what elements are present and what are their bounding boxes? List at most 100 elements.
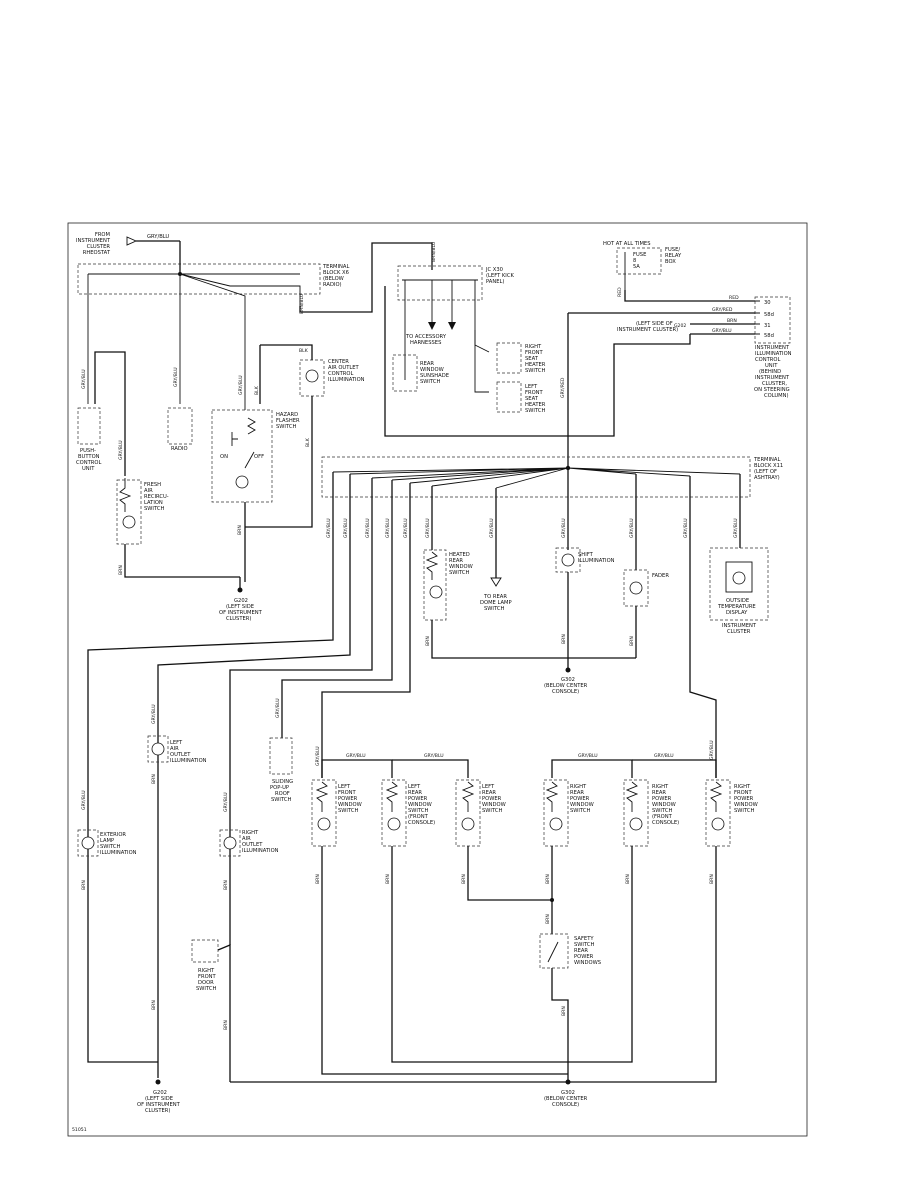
svg-text:TERMINAL: TERMINAL — [753, 457, 780, 463]
radio: GRY/BLU RADIO — [167, 367, 193, 452]
svg-text:RIGHT: RIGHT — [525, 344, 542, 350]
svg-text:(FRONT: (FRONT — [652, 814, 673, 820]
right-rear-power-window-switch-front-console: RIGHT REAR POWER WINDOW SWITCH (FRONT CO… — [623, 779, 679, 847]
svg-text:POP-UP: POP-UP — [270, 785, 289, 791]
svg-text:SWITCH: SWITCH — [449, 570, 469, 576]
rheostat-feed: GRY/BLU FROM INSTRUMENT CLUSTER RHEOSTAT — [76, 232, 180, 256]
sliding-pop-up-roof-switch: GRY/BLU SLIDING POP-UP ROOF SWITCH — [269, 698, 293, 803]
svg-text:GRY/BLU: GRY/BLU — [147, 234, 169, 240]
svg-text:ILLUMINATION: ILLUMINATION — [755, 351, 792, 357]
svg-text:AIR OUTLET: AIR OUTLET — [328, 365, 360, 371]
ground-g302-b: G302 (BELOW CENTER CONSOLE) — [544, 1079, 588, 1108]
fresh-air-recirculation-switch: BRN FRESH AIR RECIRCU- LATION SWITCH — [116, 478, 240, 578]
svg-text:RADIO): RADIO) — [323, 282, 342, 288]
svg-text:AIR: AIR — [170, 746, 179, 752]
right-front-seat-heater-switch: RIGHT FRONT SEAT HEATER SWITCH — [496, 342, 546, 374]
svg-text:FADER: FADER — [652, 573, 669, 579]
right-rear-power-window-switch: RIGHT REAR POWER WINDOW SWITCH — [543, 779, 594, 847]
left-rear-power-window-switch: LEFT REAR POWER WINDOW SWITCH — [455, 779, 506, 847]
svg-text:SWITCH: SWITCH — [484, 606, 504, 612]
svg-text:SWITCH: SWITCH — [482, 808, 502, 814]
svg-text:SWITCH: SWITCH — [271, 797, 291, 803]
svg-text:HEATER: HEATER — [525, 402, 546, 408]
svg-text:POWER: POWER — [570, 796, 590, 802]
svg-text:LEFT: LEFT — [338, 784, 351, 790]
svg-text:RIGHT: RIGHT — [198, 968, 215, 974]
svg-text:SWITCH: SWITCH — [570, 808, 590, 814]
svg-text:POWER: POWER — [652, 796, 672, 802]
svg-text:SHIFT: SHIFT — [578, 552, 594, 558]
hazard-flasher-switch: GRY/BLU ON OFF HAZARD FLASHER SWITCH BRN — [211, 375, 300, 582]
svg-text:GRY/BLU: GRY/BLU — [733, 518, 739, 538]
svg-text:WINDOWS: WINDOWS — [574, 960, 601, 966]
figure-id: 51051 — [72, 1127, 87, 1133]
svg-text:GRY/BLU: GRY/BLU — [118, 440, 124, 460]
svg-text:RECIRCU-: RECIRCU- — [144, 494, 169, 500]
svg-text:GRY/BLU: GRY/BLU — [223, 792, 229, 812]
svg-text:GRY/BLU: GRY/BLU — [425, 518, 431, 538]
svg-text:DOOR: DOOR — [198, 980, 214, 986]
svg-text:ILLUMINATION: ILLUMINATION — [100, 850, 137, 856]
svg-text:RHEOSTAT: RHEOSTAT — [83, 250, 111, 256]
svg-text:HEATER: HEATER — [525, 362, 546, 368]
fader: BRN FADER — [623, 569, 669, 658]
label-from-rheostat: FROM — [95, 232, 110, 238]
svg-text:SUNSHADE: SUNSHADE — [420, 373, 449, 379]
svg-text:PANEL): PANEL) — [486, 279, 504, 285]
svg-text:ROOF: ROOF — [275, 791, 290, 797]
svg-text:SWITCH: SWITCH — [338, 808, 358, 814]
svg-text:WINDOW: WINDOW — [482, 802, 506, 808]
svg-text:AIR: AIR — [242, 836, 251, 842]
svg-text:G202: G202 — [674, 323, 686, 329]
svg-text:CENTER: CENTER — [328, 359, 349, 365]
power-window-bus: GRY/BLU GRY/BLU GRY/BLU GRY/BLU GRY/BLU … — [315, 740, 717, 778]
svg-text:ON STEERING: ON STEERING — [754, 387, 790, 393]
svg-text:SWITCH: SWITCH — [196, 986, 216, 992]
svg-text:WINDOW: WINDOW — [338, 802, 362, 808]
right-front-door-switch: BRN RIGHT FRONT DOOR SWITCH — [191, 939, 231, 1082]
svg-text:ILLUMINATION: ILLUMINATION — [242, 848, 279, 854]
svg-text:58d: 58d — [764, 333, 774, 339]
svg-text:LEFT: LEFT — [482, 784, 495, 790]
exterior-lamp-switch-illumination: GRY/BLU BRN EXTERIOR LAMP SWITCH ILLUMIN… — [77, 790, 137, 890]
svg-text:WINDOW: WINDOW — [420, 367, 444, 373]
svg-text:CONSOLE): CONSOLE) — [408, 820, 435, 826]
left-air-outlet-illumination: GRY/BLU BRN LEFT AIR OUTLET ILLUMINATION — [147, 704, 207, 784]
svg-text:FRONT: FRONT — [338, 790, 357, 796]
svg-text:GRY/BLU: GRY/BLU — [315, 746, 321, 766]
svg-text:SWITCH: SWITCH — [574, 942, 594, 948]
svg-text:OFF: OFF — [254, 454, 264, 460]
center-air-outlet-illumination: BLK BLK BLK CENTER AIR OUTLET CONTROL IL… — [245, 344, 365, 528]
svg-text:OUTLET: OUTLET — [170, 752, 191, 758]
svg-text:GRY/RED: GRY/RED — [712, 307, 733, 313]
svg-text:GRY/BLU: GRY/BLU — [683, 518, 689, 538]
svg-text:CLUSTER: CLUSTER — [87, 244, 111, 250]
svg-text:OUTLET: OUTLET — [242, 842, 263, 848]
svg-text:(LEFT SIDE: (LEFT SIDE — [226, 604, 254, 610]
svg-text:LAMP: LAMP — [100, 838, 114, 844]
svg-text:WINDOW: WINDOW — [734, 802, 758, 808]
svg-text:INSTRUMENT CLUSTER): INSTRUMENT CLUSTER) — [617, 327, 678, 333]
svg-text:SWITCH: SWITCH — [276, 424, 296, 430]
svg-text:RADIO: RADIO — [171, 446, 188, 452]
svg-text:HARNESSES: HARNESSES — [410, 340, 441, 346]
wire-to-jc-x30 — [299, 242, 433, 313]
svg-text:BRN: BRN — [727, 318, 737, 324]
svg-text:SWITCH: SWITCH — [144, 506, 164, 512]
svg-text:COLUMN): COLUMN) — [764, 393, 789, 399]
svg-text:TERMINAL: TERMINAL — [322, 264, 349, 270]
svg-text:ILLUMINATION: ILLUMINATION — [578, 558, 615, 564]
left-front-seat-heater-switch: LEFT FRONT SEAT HEATER SWITCH — [496, 381, 546, 414]
svg-text:GRY/BLU: GRY/BLU — [151, 704, 157, 724]
svg-text:BRN: BRN — [629, 636, 635, 646]
svg-text:POWER: POWER — [574, 954, 594, 960]
svg-text:GRY/BLU: GRY/BLU — [173, 367, 179, 387]
svg-text:BRN: BRN — [561, 634, 567, 644]
svg-text:SWITCH: SWITCH — [525, 408, 545, 414]
instrument-illumination-control-unit: 30 58d 31 58d RED GRY/RED BRN GRY/BLU (L… — [384, 286, 792, 437]
svg-text:HOT AT ALL TIMES: HOT AT ALL TIMES — [603, 241, 651, 247]
svg-text:DISPLAY: DISPLAY — [726, 610, 748, 616]
svg-text:GRY/BLU: GRY/BLU — [81, 790, 87, 810]
svg-text:GRY/BLU: GRY/BLU — [346, 753, 366, 759]
svg-text:SWITCH: SWITCH — [734, 808, 754, 814]
